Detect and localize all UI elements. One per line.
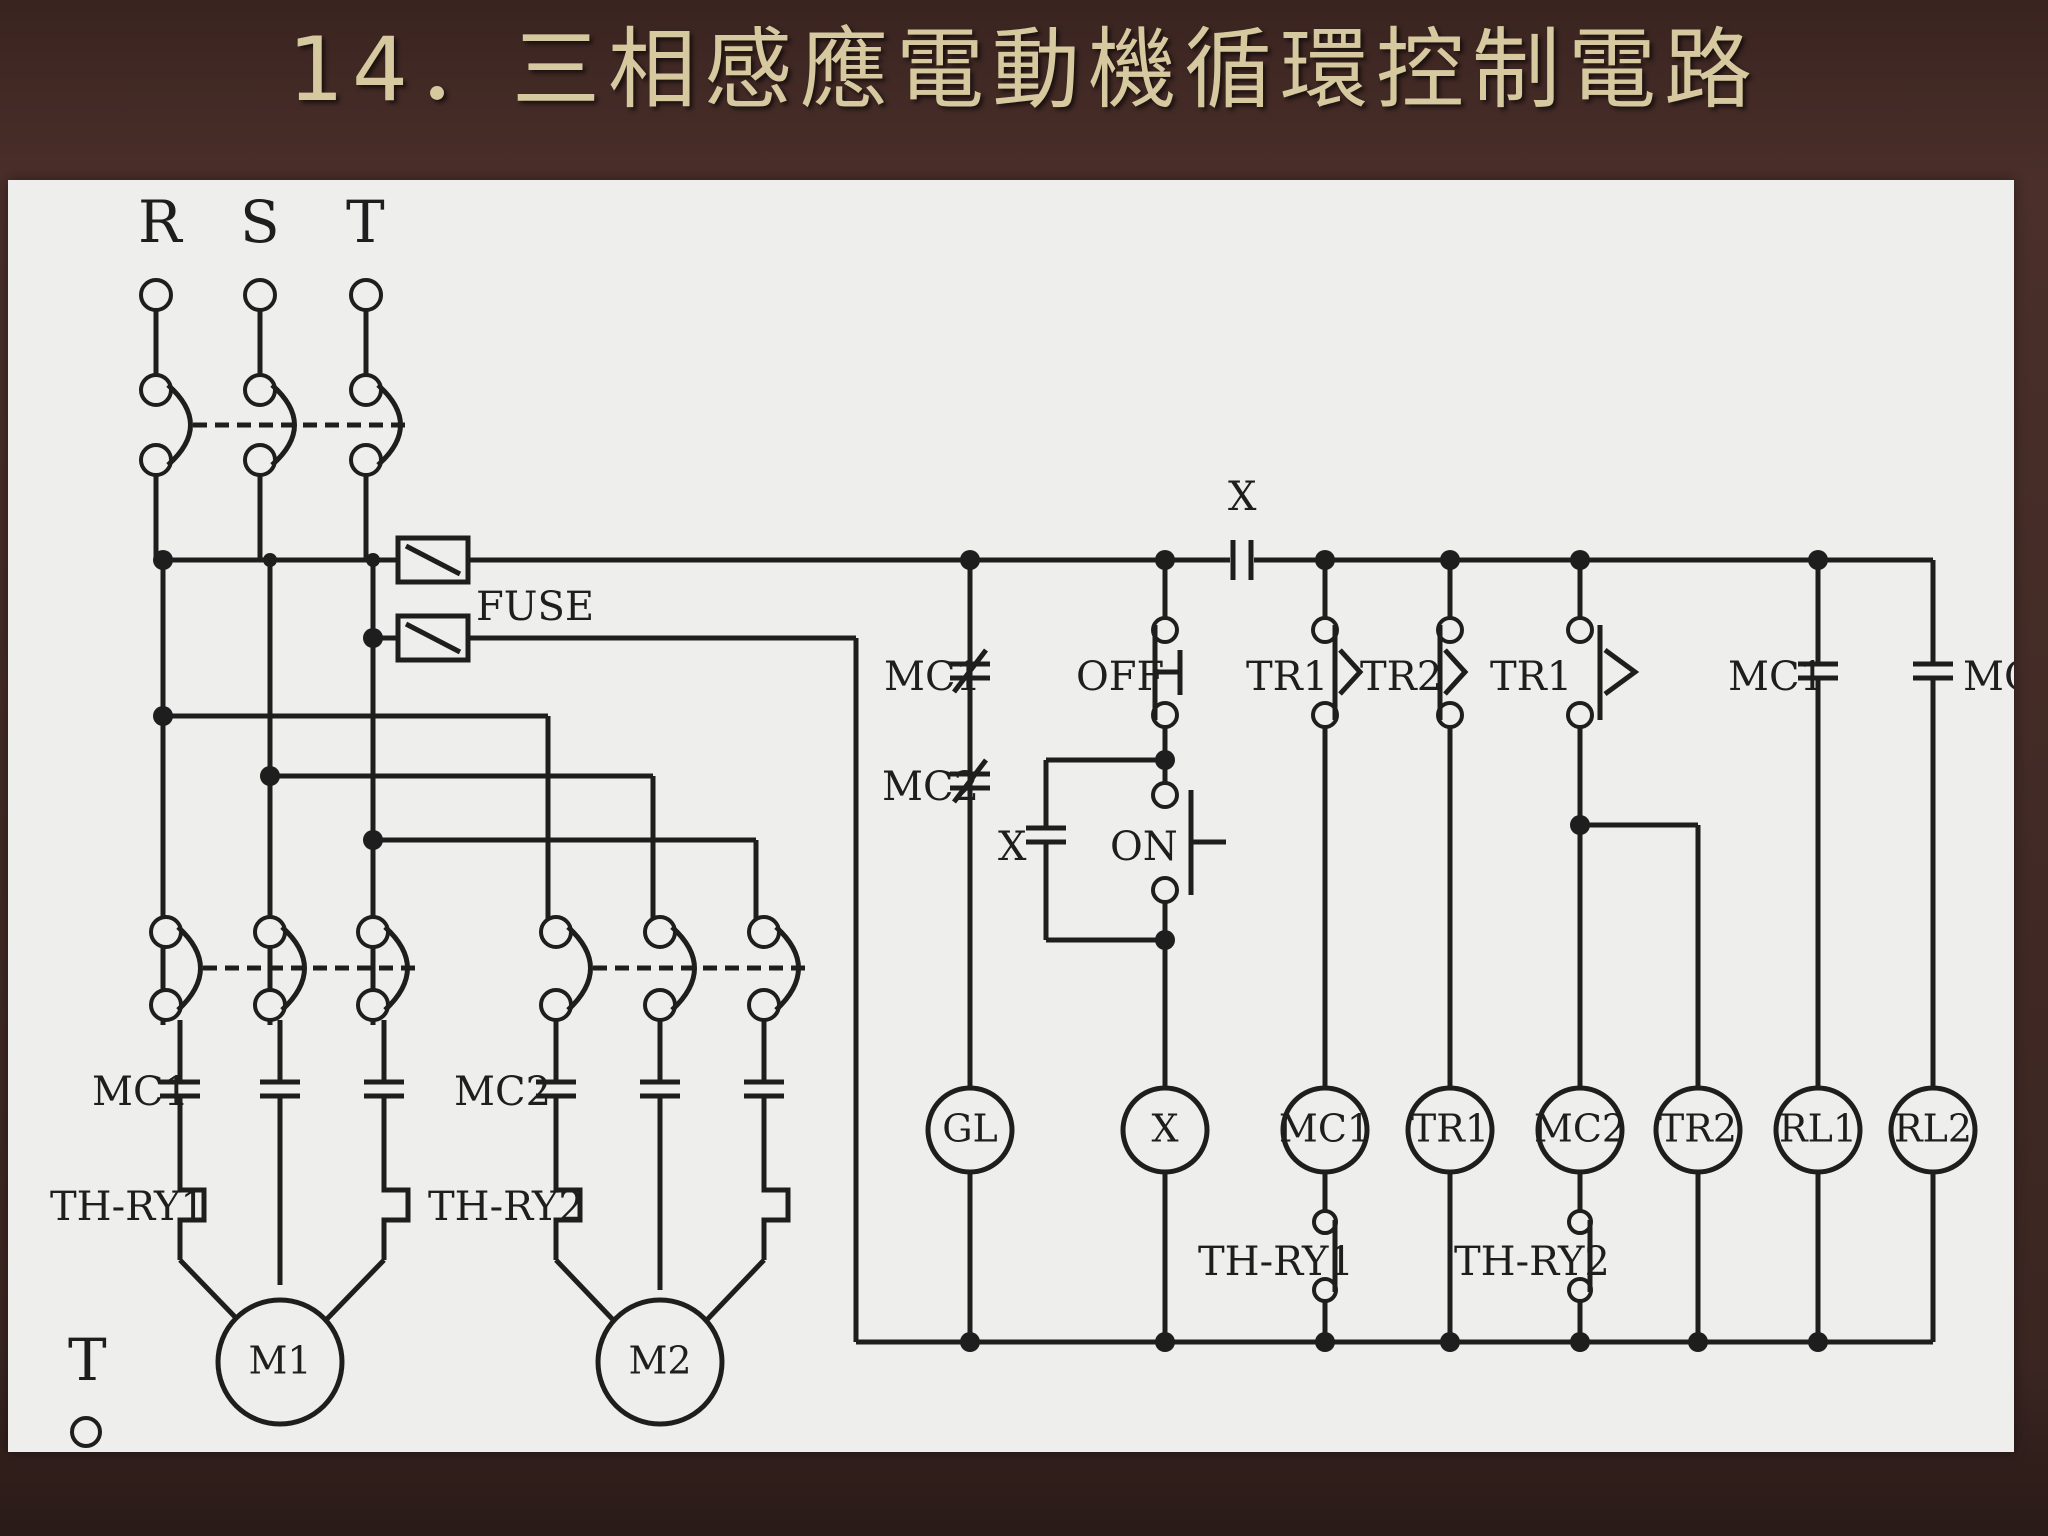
tr2-label: TR2 — [1360, 654, 1442, 700]
coil-tr2: TR2 — [1653, 1085, 1743, 1175]
fuse-label: FUSE — [476, 584, 594, 630]
mc1-no-label: MC1 — [1728, 654, 1825, 700]
m2-main-contacts — [536, 1020, 784, 1290]
coil-tr1: TR1 — [1405, 1085, 1495, 1175]
coil-return-leads — [967, 1172, 1936, 1342]
circuit-diagram-panel: R S T — [8, 180, 2014, 1452]
th-ry1-control-label: TH-RY1 — [1198, 1239, 1354, 1285]
motor-m1: M1 — [215, 1297, 345, 1427]
th-ry2-main — [553, 1180, 791, 1327]
slide-title: 14．三相感應電動機循環控制電路 — [288, 18, 1760, 121]
phase-label-s: S — [240, 188, 280, 256]
mc2-main-label: MC2 — [454, 1069, 551, 1115]
coil-tr2-label: TR2 — [1659, 1107, 1737, 1151]
th-ry2-main-label: TH-RY2 — [428, 1184, 584, 1230]
m1-main-contacts — [160, 1020, 404, 1285]
coil-rl1: RL1 — [1773, 1085, 1863, 1175]
on-button-label: ON — [1110, 824, 1178, 870]
fuse-2 — [395, 613, 471, 663]
circuit-diagram: R S T — [50, 188, 2014, 1448]
off-button-label: OFF — [1076, 654, 1164, 700]
coil-mc2-label: MC2 — [1534, 1107, 1626, 1151]
supply-terminals — [139, 278, 383, 375]
mc1-main-label: MC1 — [92, 1069, 189, 1115]
coil-mc2: MC2 — [1534, 1085, 1626, 1175]
x-contact-label: X — [1228, 474, 1257, 520]
th-ry2-control-contact — [1563, 1172, 1597, 1342]
x-hold-label: X — [998, 824, 1027, 870]
tr1-a-label: TR1 — [1246, 654, 1328, 700]
coil-x: X — [1120, 1085, 1210, 1175]
ground-label: T — [68, 1326, 107, 1394]
th-ry1-control-contact — [1308, 1172, 1342, 1342]
coil-rl2-label: RL2 — [1894, 1107, 1972, 1151]
coil-gl: GL — [925, 1085, 1015, 1175]
x-branch — [1026, 550, 1226, 1352]
coil-x-label: X — [1151, 1107, 1178, 1151]
coil-rl1-label: RL1 — [1779, 1107, 1857, 1151]
tr1-b-label: TR1 — [1490, 654, 1572, 700]
motor-m1-label: M1 — [248, 1339, 311, 1383]
phase-label-t: T — [346, 188, 385, 256]
motor-m2-label: M2 — [628, 1339, 691, 1383]
power-wiring — [160, 557, 1933, 1345]
m1-breaker — [149, 915, 418, 1022]
mc2-nc-label: MC2 — [882, 764, 979, 810]
coil-mc1-label: MC1 — [1279, 1107, 1371, 1151]
phase-label-r: R — [138, 188, 184, 256]
mc1-nc-label: MC1 — [884, 654, 981, 700]
coil-rl2: RL2 — [1888, 1085, 1978, 1175]
x-series-contact — [1230, 540, 1254, 580]
coil-gl-label: GL — [942, 1107, 998, 1151]
main-breaker — [139, 373, 408, 560]
junction-dots — [153, 550, 383, 850]
coil-mc1: MC1 — [1279, 1085, 1371, 1175]
mc2-no-label: MC2 — [1963, 654, 2014, 700]
fuse-1 — [395, 535, 471, 585]
th-ry1-main — [177, 1180, 411, 1322]
ground-terminal — [70, 1416, 102, 1448]
th-ry2-control-label: TH-RY2 — [1454, 1239, 1610, 1285]
th-ry1-main-label: TH-RY1 — [50, 1184, 206, 1230]
m2-breaker — [539, 915, 808, 1022]
coil-tr1-label: TR1 — [1411, 1107, 1489, 1151]
motor-m2: M2 — [595, 1297, 725, 1427]
